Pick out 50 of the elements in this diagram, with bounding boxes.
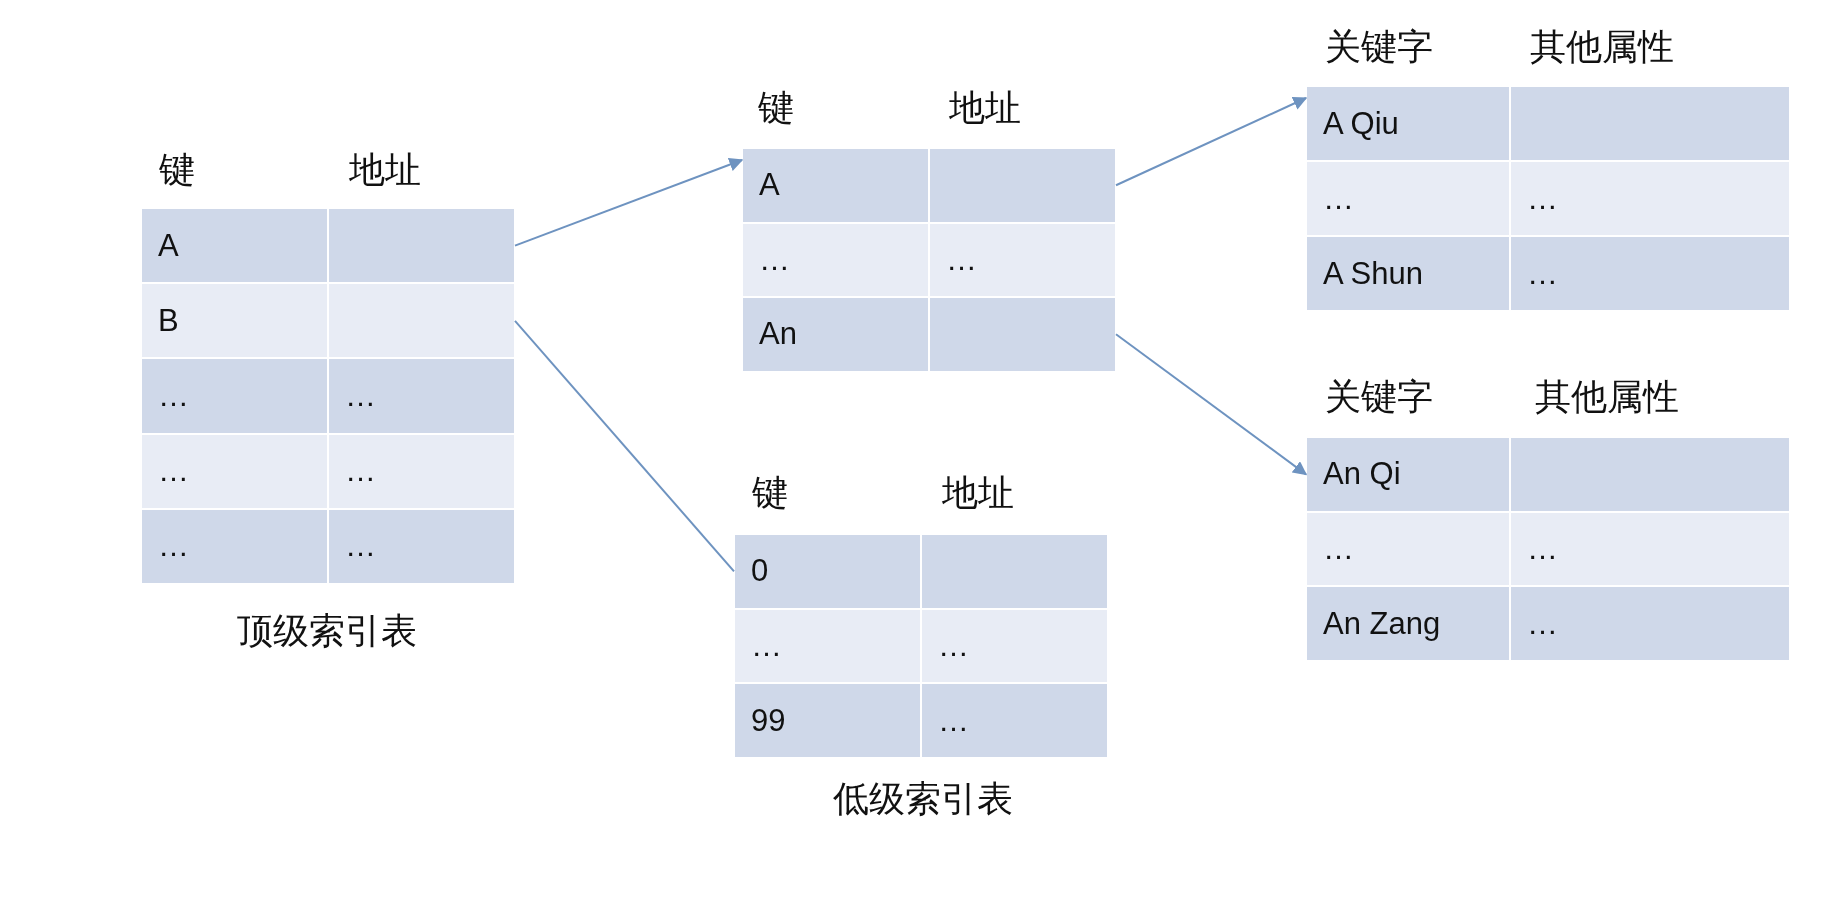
table-cell: A Qiu xyxy=(1306,86,1510,161)
table-cell: … xyxy=(921,608,1108,684)
table-cell: … xyxy=(328,508,515,584)
table-cell xyxy=(1510,86,1790,161)
table-cell: 99 xyxy=(734,683,921,759)
table-cell: … xyxy=(742,222,929,297)
table-cell xyxy=(929,297,1116,372)
table-cell: A xyxy=(742,148,929,223)
table-cell: An Qi xyxy=(1306,437,1510,512)
table-caption: 低级索引表 xyxy=(833,776,1013,821)
table-cell: … xyxy=(1510,161,1790,236)
table-caption: 顶级索引表 xyxy=(237,608,417,653)
column-header: 其他属性 xyxy=(1535,374,1679,419)
table-cell: … xyxy=(734,608,921,684)
table-cell: … xyxy=(141,508,328,584)
table-cell: An xyxy=(742,297,929,372)
column-header: 键 xyxy=(159,147,195,192)
table-cell: … xyxy=(328,433,515,509)
table-cell: … xyxy=(1306,161,1510,236)
column-header: 地址 xyxy=(949,85,1021,130)
arrow xyxy=(1115,96,1308,187)
arrow xyxy=(514,157,744,247)
column-header: 键 xyxy=(758,85,794,130)
table-cell: A Shun xyxy=(1306,236,1510,311)
table-cell: … xyxy=(1510,236,1790,311)
table-cell xyxy=(929,148,1116,223)
table-cell: B xyxy=(141,283,328,359)
table-cell xyxy=(328,283,515,359)
table-cell: … xyxy=(141,358,328,434)
table-cell: … xyxy=(141,433,328,509)
table-cell: … xyxy=(1510,511,1790,587)
column-header: 其他属性 xyxy=(1530,24,1674,69)
table-cell: … xyxy=(1510,586,1790,662)
table-cell: … xyxy=(328,358,515,434)
column-header: 关键字 xyxy=(1325,24,1433,69)
table-cell xyxy=(328,208,515,284)
table-cell: 0 xyxy=(734,534,921,609)
table-cell: … xyxy=(921,683,1108,759)
column-header: 地址 xyxy=(942,470,1014,515)
table-cell xyxy=(921,534,1108,609)
table-cell: … xyxy=(929,222,1116,297)
column-header: 键 xyxy=(752,470,788,515)
arrow xyxy=(1115,333,1308,476)
table-cell: … xyxy=(1306,511,1510,587)
column-header: 地址 xyxy=(349,147,421,192)
table-cell: A xyxy=(141,208,328,284)
table-cell xyxy=(1510,437,1790,512)
connector-line xyxy=(514,319,735,573)
table-cell: An Zang xyxy=(1306,586,1510,662)
column-header: 关键字 xyxy=(1325,374,1433,419)
